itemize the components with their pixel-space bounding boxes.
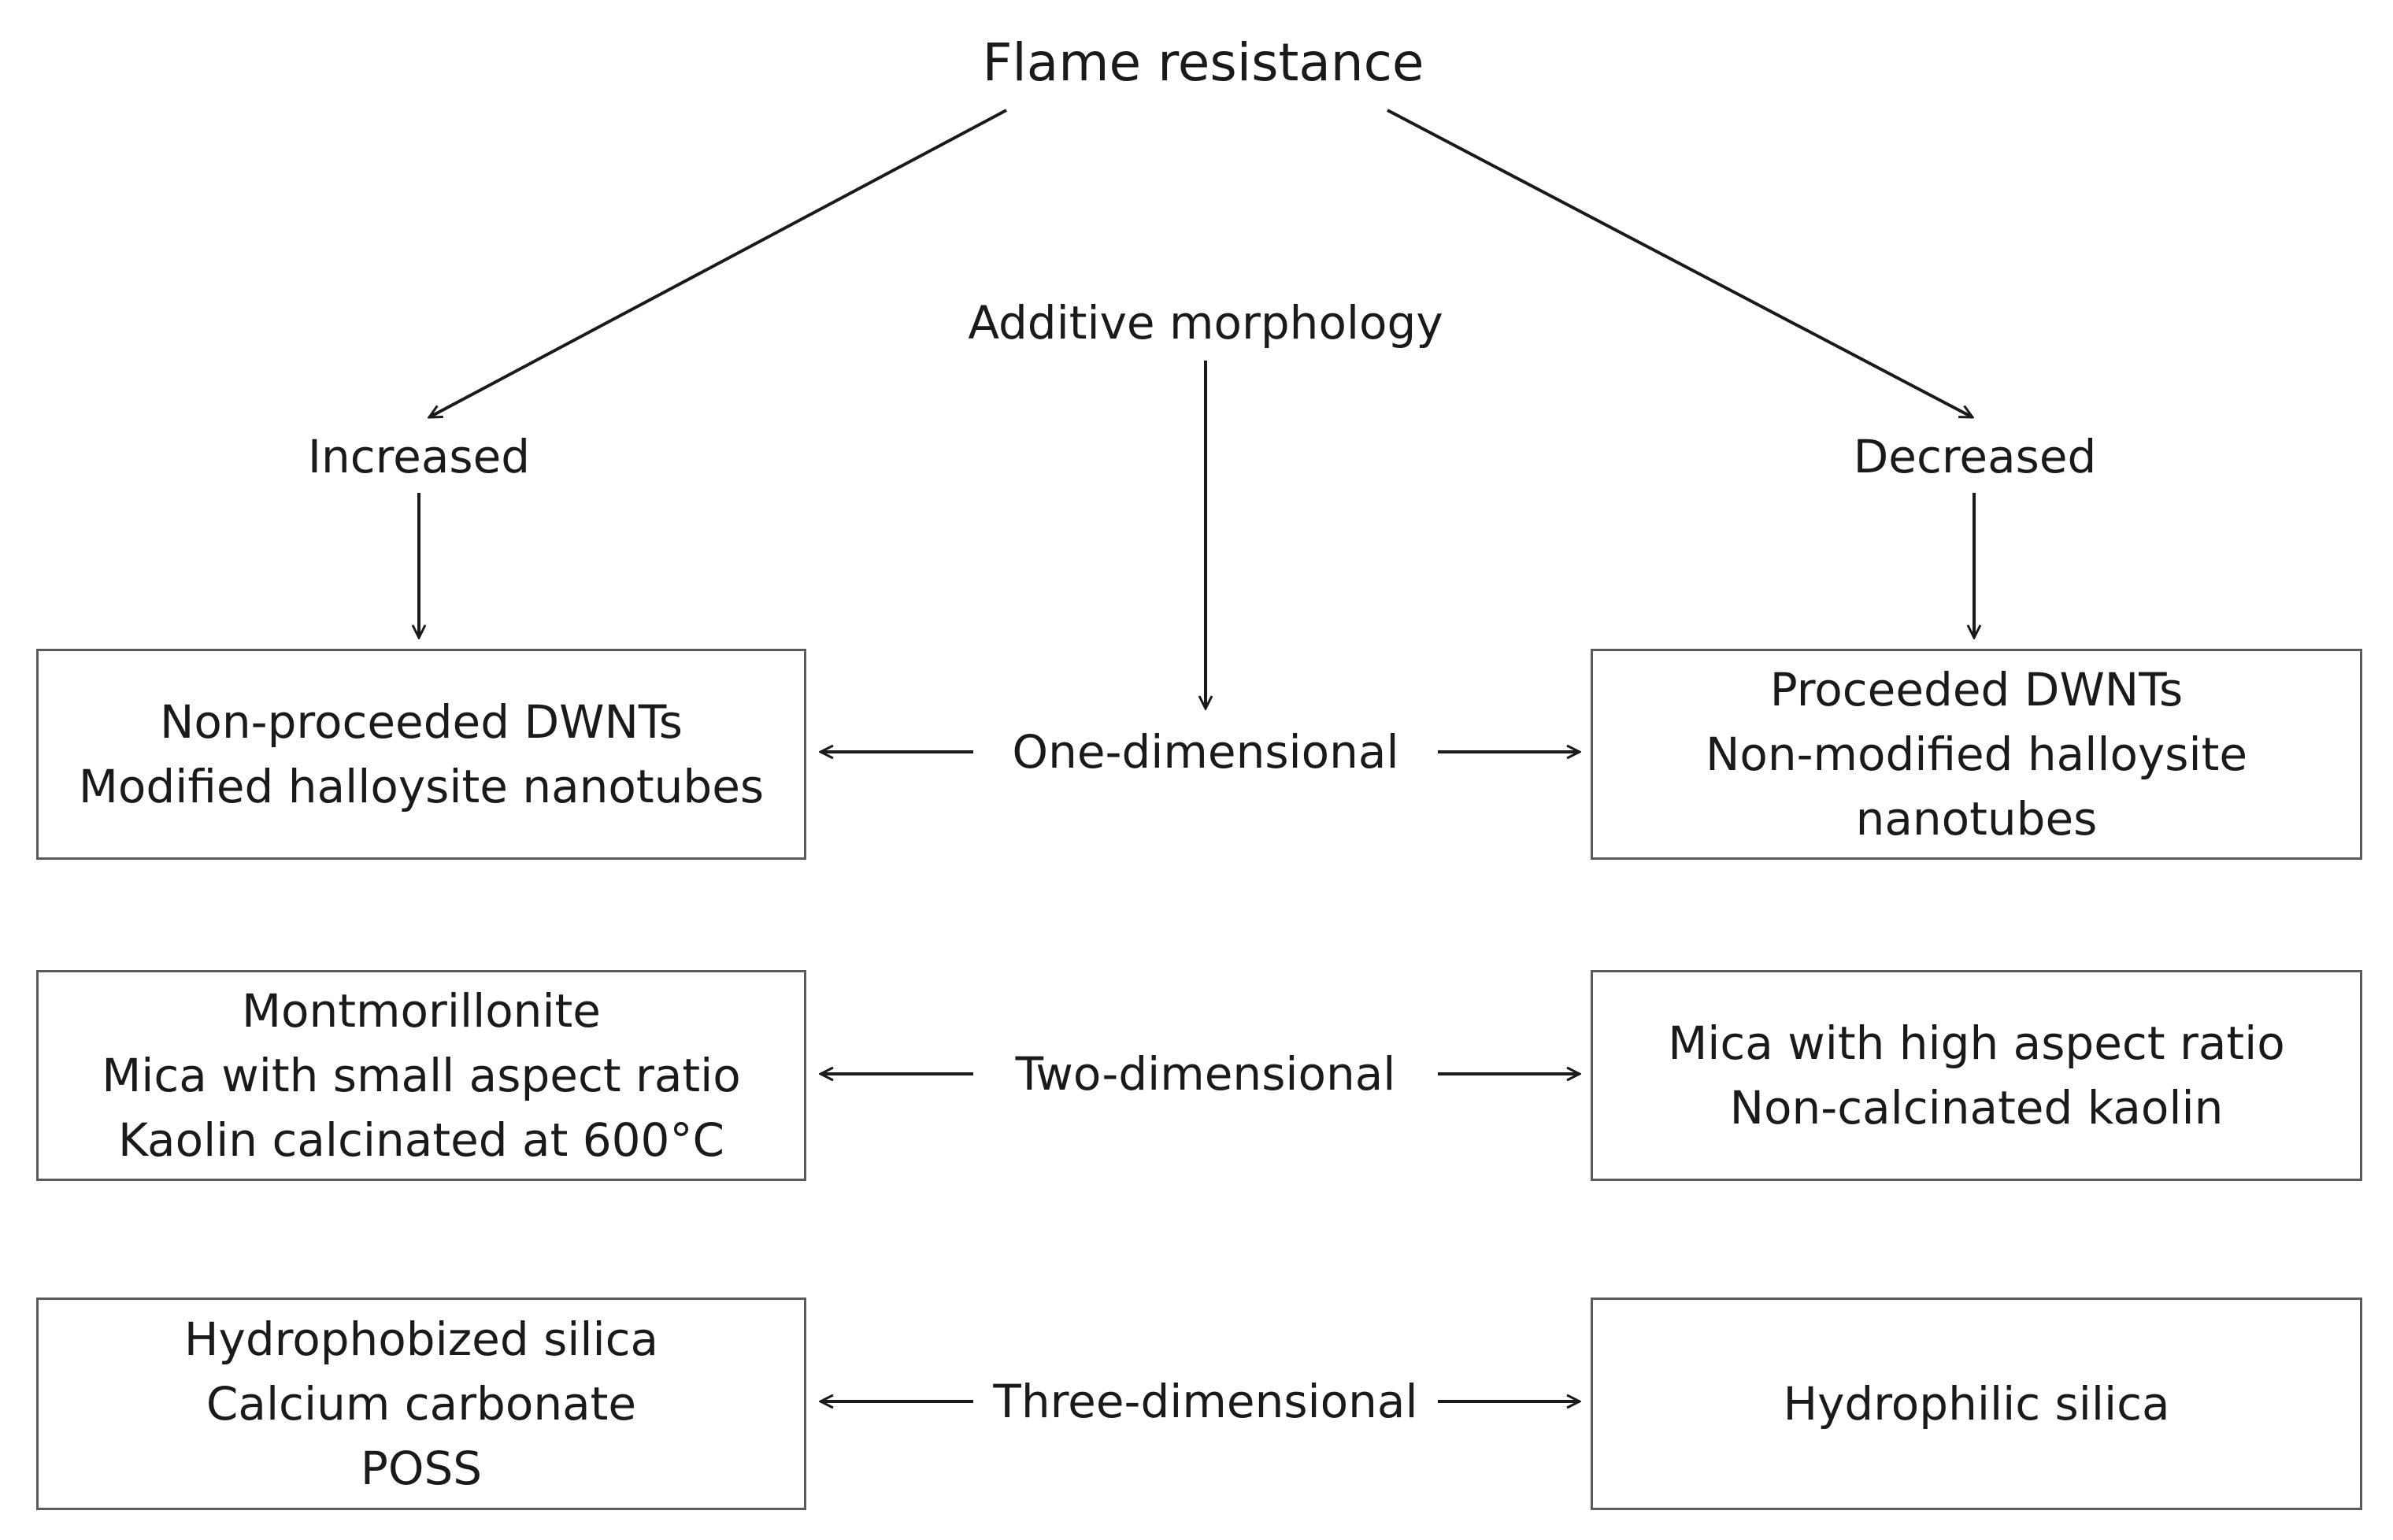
box-text-line: Non-calcinated kaolin [1729,1081,2224,1135]
arrow-title-to-increased [429,109,1007,419]
box-text-line: Non-modified halloysite [1705,727,2248,781]
category-label-two-dimensional: Two-dimensional [1015,1047,1396,1101]
diagram-title: Flame resistance [982,32,1424,93]
center-label: Additive morphology [968,296,1443,350]
category-label-one-dimensional: One-dimensional [1012,725,1399,779]
box-text-line: nanotubes [1855,792,2098,846]
decreased-box-one-dimensional: Proceeded DWNTs Non-modified halloysite … [1591,649,2362,860]
increased-box-two-dimensional: Montmorillonite Mica with small aspect r… [36,970,806,1181]
box-text-line: Mica with small aspect ratio [102,1049,741,1102]
decreased-box-two-dimensional: Mica with high aspect ratio Non-calcinat… [1591,970,2362,1181]
increased-label: Increased [307,430,531,483]
box-text-line: Modified halloysite nanotubes [78,760,765,813]
box-text-line: Proceeded DWNTs [1769,663,2184,716]
box-text-line: Hydrophilic silica [1783,1377,2170,1431]
box-text-line: Montmorillonite [242,984,601,1038]
increased-box-three-dimensional: Hydrophobized silica Calcium carbonate P… [36,1298,806,1510]
arrow-title-to-decreased [1387,109,1973,419]
box-text-line: Calcium carbonate [206,1377,637,1431]
box-text-line: POSS [360,1442,483,1495]
box-text-line: Non-proceeded DWNTs [160,695,683,749]
increased-box-one-dimensional: Non-proceeded DWNTs Modified halloysite … [36,649,806,860]
decreased-box-three-dimensional: Hydrophilic silica [1591,1298,2362,1510]
box-text-line: Mica with high aspect ratio [1668,1016,2285,1070]
box-text-line: Hydrophobized silica [183,1312,659,1366]
decreased-label: Decreased [1853,430,2097,483]
category-label-three-dimensional: Three-dimensional [993,1375,1418,1428]
box-text-line: Kaolin calcinated at 600°C [118,1113,724,1167]
